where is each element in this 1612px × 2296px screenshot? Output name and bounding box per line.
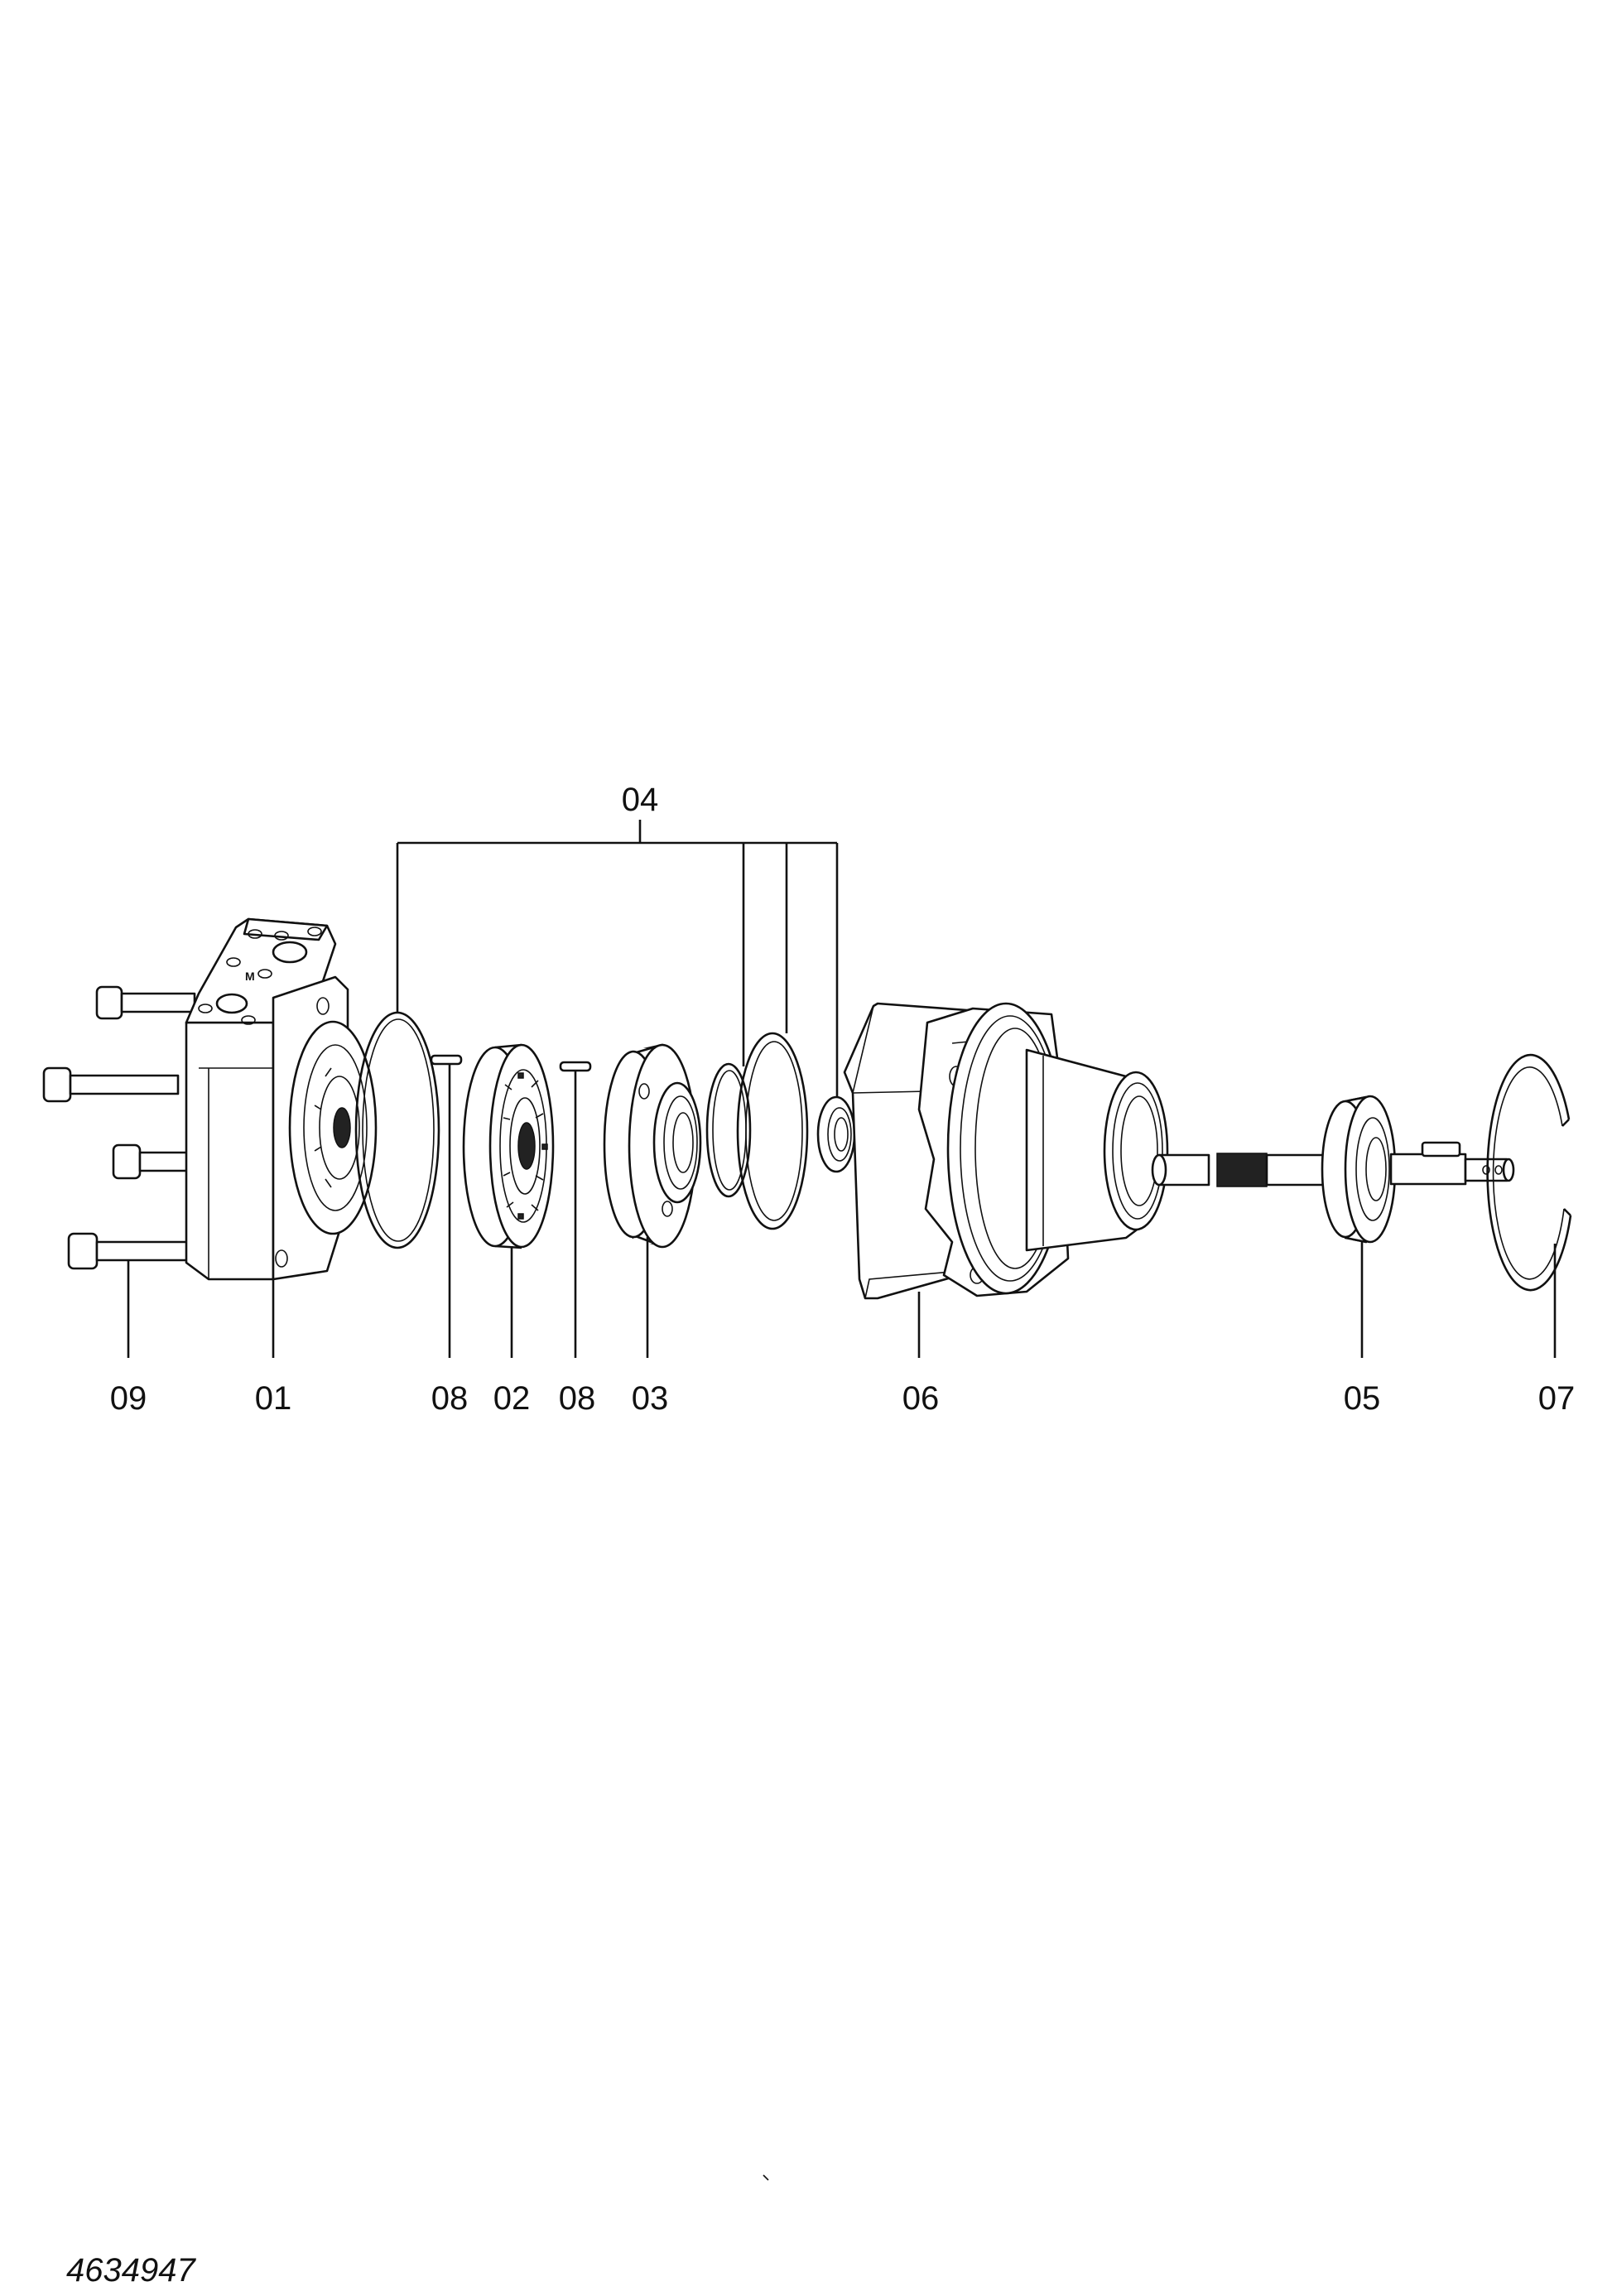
- callout-09: 09: [110, 1380, 147, 1417]
- dowel-pin-right: [559, 1061, 592, 1072]
- bearing-plate-03: [603, 1043, 702, 1249]
- bolt: [112, 1143, 191, 1180]
- bolt: [42, 1066, 180, 1103]
- retaining-ring-07: [1486, 1053, 1572, 1292]
- callout-06: 06: [902, 1380, 940, 1417]
- shaft-seal: [816, 1095, 856, 1173]
- housing-06: [843, 1002, 1169, 1300]
- callout-07: 07: [1538, 1380, 1576, 1417]
- stray-mark: [763, 2174, 769, 2181]
- shaft-05: [1151, 1095, 1515, 1244]
- seal-ring: [736, 1032, 809, 1230]
- rotor-set-02: [462, 1043, 555, 1249]
- callout-08-left: 08: [431, 1380, 469, 1417]
- callout-02: 02: [493, 1380, 531, 1417]
- callout-05: 05: [1344, 1380, 1381, 1417]
- callout-labels: 04 09 01 08 02 08 03 06 05 07: [110, 782, 1576, 1417]
- bolts-09: [42, 985, 202, 1270]
- leader-lines: [127, 820, 1557, 1358]
- document-number: 4634947: [66, 2252, 196, 2289]
- callout-01: 01: [255, 1380, 292, 1417]
- dowel-pin-left: [430, 1054, 463, 1066]
- callout-04: 04: [622, 782, 659, 818]
- end-cover-01: M: [185, 917, 378, 1281]
- o-ring-large: [354, 1011, 440, 1249]
- callout-08-right: 08: [559, 1380, 596, 1417]
- bolt: [67, 1232, 202, 1270]
- o-ring-small: [705, 1062, 752, 1198]
- block-mark: M: [245, 970, 255, 983]
- callout-03: 03: [632, 1380, 669, 1417]
- bolt: [95, 985, 196, 1020]
